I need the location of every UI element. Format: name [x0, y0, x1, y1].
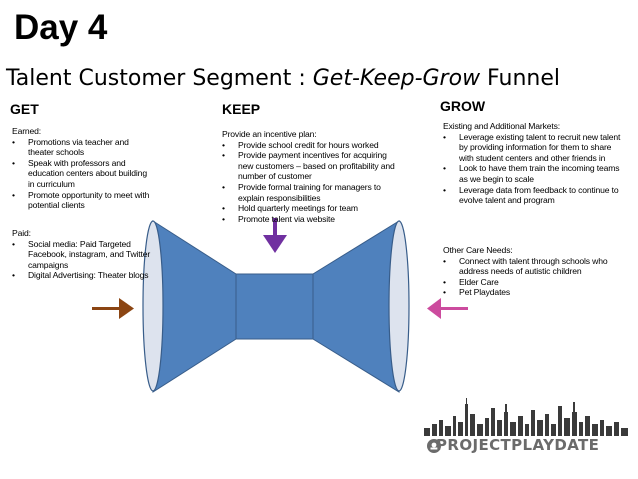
get-paid-intro: Paid: [12, 228, 31, 238]
keep-item: Provide payment incentives for acquiring… [222, 150, 400, 182]
grow-other-intro: Other Care Needs: [443, 245, 513, 255]
grow-arrow-icon [427, 298, 468, 319]
keep-item: Hold quarterly meetings for team [222, 203, 400, 214]
right-funnel-rim [388, 220, 410, 392]
get-earned-block: Earned: Promotions via teacher and theat… [12, 126, 152, 211]
get-paid-block: Paid: Social media: Paid Targeted Facebo… [12, 228, 152, 281]
keep-heading: KEEP [222, 101, 261, 117]
grow-other-block: Other Care Needs: Connect with talent th… [443, 245, 623, 298]
slide-subtitle: Talent Customer Segment : Get-Keep-Grow … [6, 68, 560, 90]
keep-intro: Provide an incentive plan: [222, 129, 317, 139]
grow-existing-intro: Existing and Additional Markets: [443, 121, 561, 131]
get-earned-item: Speak with professors and education cent… [12, 158, 152, 190]
keep-item: Provide school credit for hours worked [222, 140, 400, 151]
grow-other-item: Connect with talent through schools who … [443, 256, 623, 277]
slide-title: Day 4 [14, 8, 108, 47]
get-paid-item: Digital Advertising: Theater blogs [12, 270, 152, 281]
keep-item: Promote talent via website [222, 214, 400, 225]
get-arrow-icon [92, 298, 134, 319]
grow-funnel-section [312, 220, 400, 393]
get-funnel-section [152, 220, 237, 393]
subtitle-emphasis: Get-Keep-Grow [312, 66, 481, 91]
get-earned-item: Promotions via teacher and theater schoo… [12, 137, 152, 158]
keep-item: Provide formal training for managers to … [222, 182, 400, 203]
get-earned-intro: Earned: [12, 126, 42, 136]
grow-existing-item: Leverage existing talent to recruit new … [443, 132, 623, 164]
grow-other-item: Elder Care [443, 277, 623, 288]
get-heading: GET [10, 101, 39, 117]
subtitle-prefix: Talent Customer Segment : [6, 66, 313, 91]
keep-block: Provide an incentive plan: Provide schoo… [222, 129, 400, 224]
keep-funnel-section [235, 273, 314, 340]
get-paid-item: Social media: Paid Targeted Facebook, in… [12, 239, 152, 271]
grow-heading: GROW [440, 98, 486, 114]
city-skyline-logo-icon [424, 398, 628, 453]
project-playdate-logo-text: PROJECTPLAYDATE [436, 436, 600, 454]
grow-existing-block: Existing and Additional Markets: Leverag… [443, 121, 623, 206]
grow-other-item: Pet Playdates [443, 287, 623, 298]
grow-existing-item: Look to have them train the incoming tea… [443, 163, 623, 184]
subtitle-suffix: Funnel [480, 66, 560, 91]
grow-existing-item: Leverage data from feedback to continue … [443, 185, 623, 206]
get-earned-item: Promote opportunity to meet with potenti… [12, 190, 152, 211]
